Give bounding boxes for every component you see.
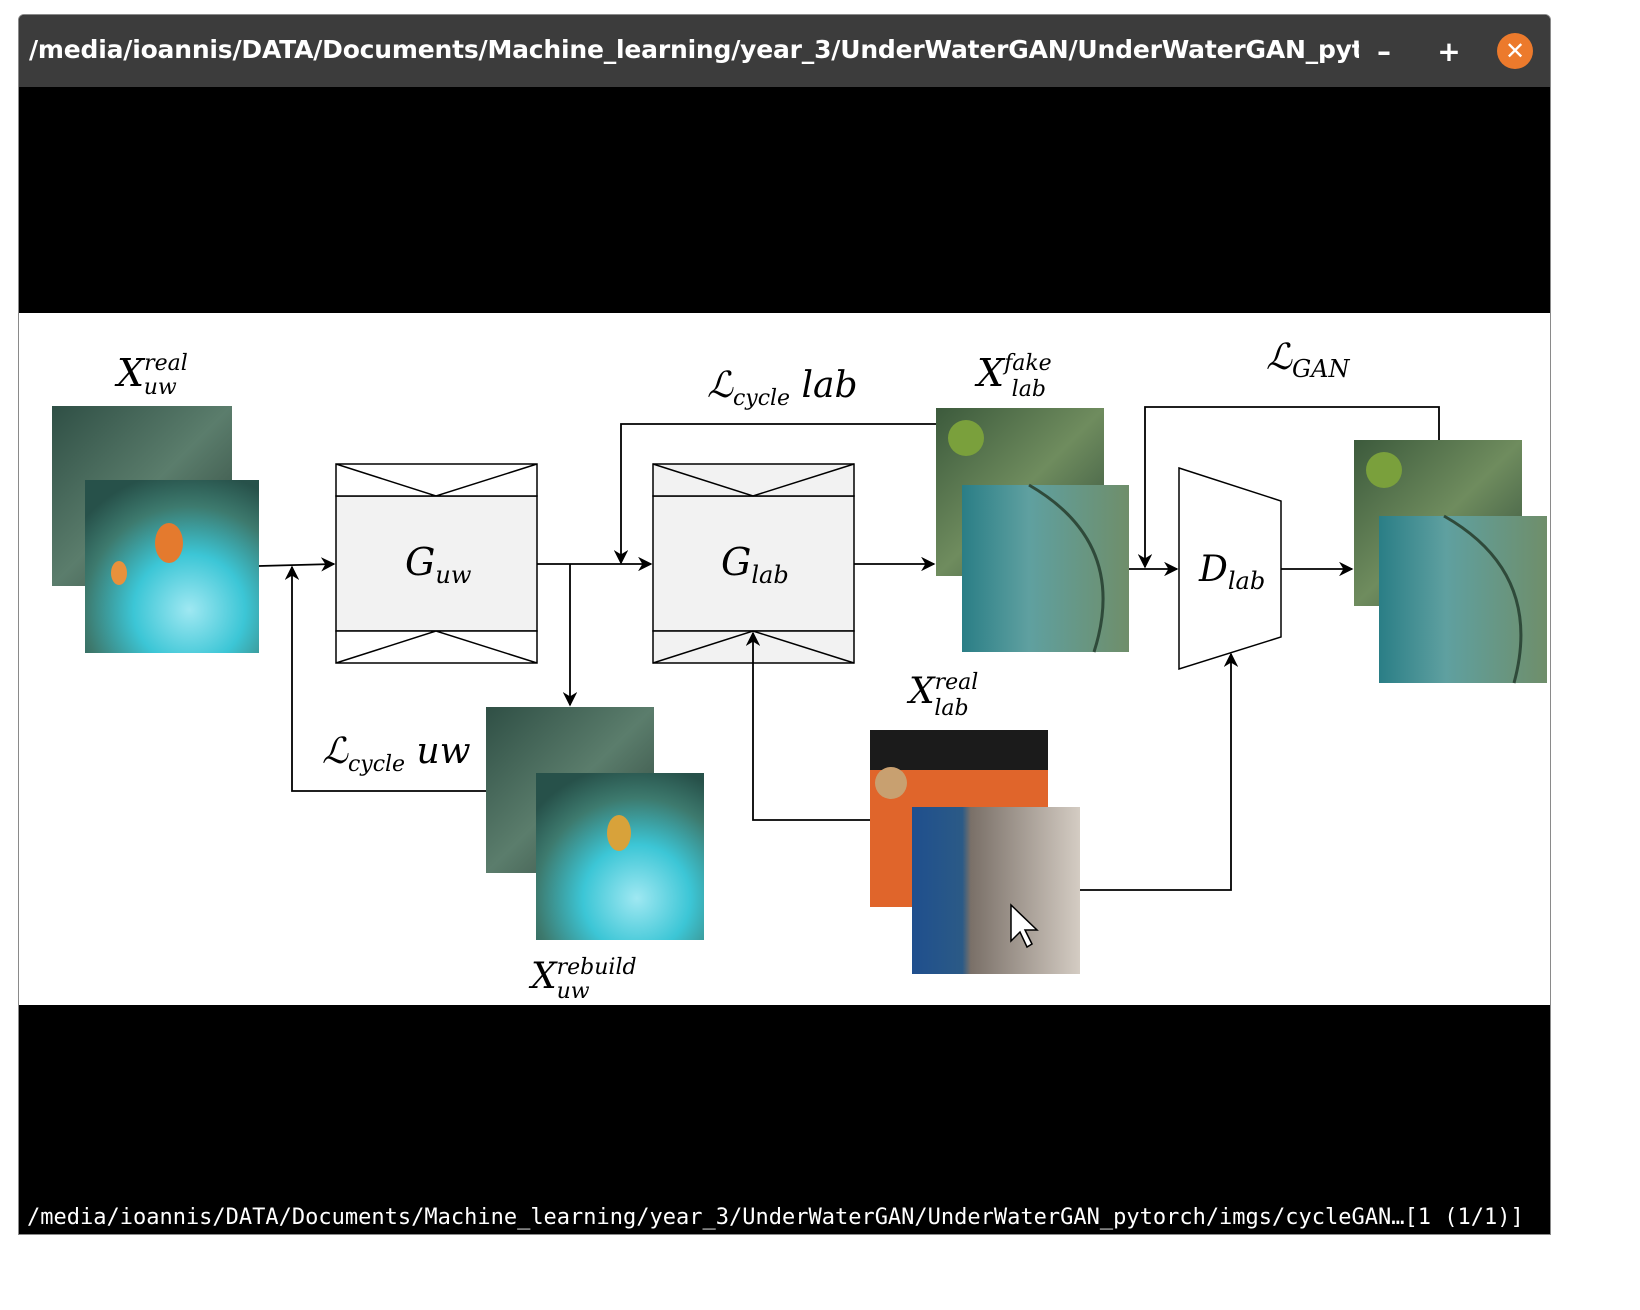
- minimize-button[interactable]: –: [1377, 34, 1391, 68]
- x-uw-real-stack: [52, 406, 259, 653]
- maximize-button[interactable]: +: [1437, 34, 1461, 68]
- label-l-cycle-lab: ℒcycle lab: [707, 365, 858, 411]
- image-viewer-window: /media/ioannis/DATA/Documents/Machine_le…: [18, 14, 1551, 1235]
- x-lab-real-stack: [870, 730, 1080, 974]
- mouse-cursor-icon: [1010, 903, 1039, 949]
- g-uw-generator: [335, 463, 538, 664]
- x-lab-fake-stack: [936, 408, 1129, 653]
- d-lab-discriminator: [1178, 466, 1282, 671]
- output-stack: [1354, 440, 1547, 684]
- close-button[interactable]: ✕: [1495, 31, 1535, 71]
- lab-fake-image-front: [962, 485, 1129, 652]
- x-uw-rebuild-stack: [486, 707, 704, 940]
- title-bar[interactable]: /media/ioannis/DATA/Documents/Machine_le…: [19, 15, 1550, 87]
- label-l-cycle-uw: ℒcycle uw: [322, 731, 471, 777]
- underwater-image-front: [85, 480, 259, 653]
- close-icon: ✕: [1497, 33, 1533, 69]
- status-bar: /media/ioannis/DATA/Documents/Machine_le…: [27, 1205, 1542, 1230]
- status-path: /media/ioannis/DATA/Documents/Machine_le…: [27, 1205, 1405, 1230]
- output-image-front: [1379, 516, 1547, 683]
- lab-real-image-front: [912, 807, 1080, 974]
- rebuild-image-front: [536, 773, 704, 940]
- label-g-lab: Glab: [721, 540, 789, 589]
- window-title: /media/ioannis/DATA/Documents/Machine_le…: [29, 35, 1359, 64]
- label-l-gan: ℒGAN: [1266, 337, 1350, 383]
- label-g-uw: Guw: [405, 540, 472, 589]
- label-d-lab: Dlab: [1198, 549, 1265, 595]
- status-counter: [1 (1/1)]: [1404, 1205, 1524, 1230]
